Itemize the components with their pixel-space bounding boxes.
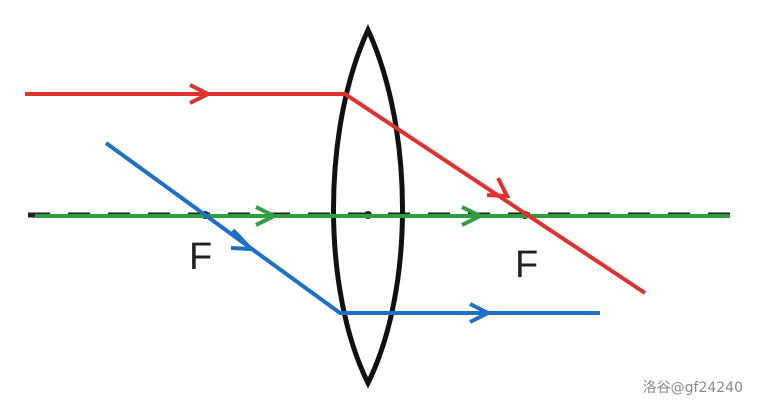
green-arrow-1 (255, 205, 279, 227)
blue-arrow-1 (230, 228, 256, 252)
blue-ray (104, 141, 600, 324)
focus-label-left: F (189, 236, 213, 278)
blue-arrow-2 (469, 302, 493, 324)
green-arrow-2 (461, 205, 485, 227)
red-arrow-2 (486, 177, 511, 199)
watermark: 洛谷@gf24240 (642, 380, 743, 396)
focus-label-right: F (515, 244, 539, 286)
red-arrow-1 (189, 83, 213, 105)
green-ray (35, 205, 730, 227)
convex-lens (331, 24, 405, 389)
red-ray (25, 83, 647, 295)
